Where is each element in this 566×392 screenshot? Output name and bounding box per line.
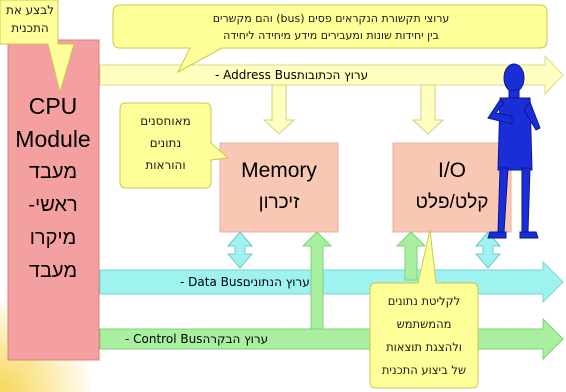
- cpu-line: -ראשי: [28, 194, 78, 216]
- cpu-line: CPU: [28, 93, 78, 119]
- memory-callout: מאוחסנים נתונים והוראות: [120, 110, 211, 176]
- io-callout-shape: [369, 229, 479, 389]
- io-label: I/O קלט/פלט: [393, 156, 511, 220]
- address-bus-label: - Address Busערוץ הכתובות: [215, 68, 369, 82]
- data-bus-label: - Data Busערוץ הנתונים: [180, 275, 310, 289]
- memory-callout-line: והוראות: [145, 158, 186, 172]
- cpu-line: מעבד: [28, 161, 78, 183]
- address-to-io-arrow: [411, 84, 445, 135]
- io-callout-line: מהמשתמש: [396, 317, 452, 331]
- io-callout-line: ולהצגת תוצאות: [386, 340, 462, 354]
- io-callout: לקליטת נתונים מהמשתמש ולהצגת תוצאות של ב…: [370, 290, 478, 382]
- io-data-arrow: [474, 231, 502, 269]
- top-left-callout: לבצע את התכנית: [2, 1, 58, 37]
- memory-control-arrow: [301, 231, 333, 330]
- address-to-memory-arrow: [262, 84, 296, 135]
- memory-title: Memory: [241, 159, 317, 182]
- cpu-box: [7, 39, 100, 361]
- top-left-callout-line: התכנית: [11, 21, 49, 35]
- person-figure: [487, 63, 541, 239]
- control-bus-label: - Control Busערוץ הבקרה: [125, 332, 269, 346]
- io-callout-line: של ביצוע התכנית: [381, 363, 467, 377]
- data-bus-arrow: [99, 260, 564, 304]
- cpu-line: Module: [15, 126, 91, 152]
- top-left-callout-line: לבצע את: [5, 3, 55, 17]
- memory-subtitle: זיכרון: [258, 192, 300, 213]
- top-left-callout-shape: [0, 0, 75, 94]
- memory-callout-shape: [119, 102, 230, 189]
- io-callout-line: לקליטת נתונים: [387, 294, 461, 308]
- io-title: I/O: [437, 159, 466, 182]
- cpu-line: מיקרו: [29, 227, 77, 249]
- top-callout-line: ערוצי תקשורת הנקראים פסים (bus) והם מקשר…: [212, 12, 450, 25]
- cpu-line: מעבד: [28, 260, 78, 282]
- io-subtitle: קלט/פלט: [415, 192, 489, 213]
- io-control-arrow: [395, 231, 427, 281]
- memory-callout-line: נתונים: [149, 136, 182, 150]
- top-callout: ערוצי תקשורת הנקראים פסים (bus) והם מקשר…: [120, 10, 542, 44]
- memory-callout-line: מאוחסנים: [140, 114, 191, 128]
- memory-box: [219, 142, 339, 233]
- io-box: [392, 142, 512, 233]
- memory-label: Memory זיכרון: [220, 156, 338, 220]
- top-callout-line: בין יחידות שונות ומעבירים מידע מיחידה לי…: [223, 29, 439, 42]
- cpu-label: CPU Module מעבד -ראשי מיקרו מעבד: [8, 90, 98, 288]
- memory-data-arrow: [226, 231, 254, 269]
- top-callout-shape: [112, 4, 548, 74]
- address-bus-arrow: [99, 54, 564, 96]
